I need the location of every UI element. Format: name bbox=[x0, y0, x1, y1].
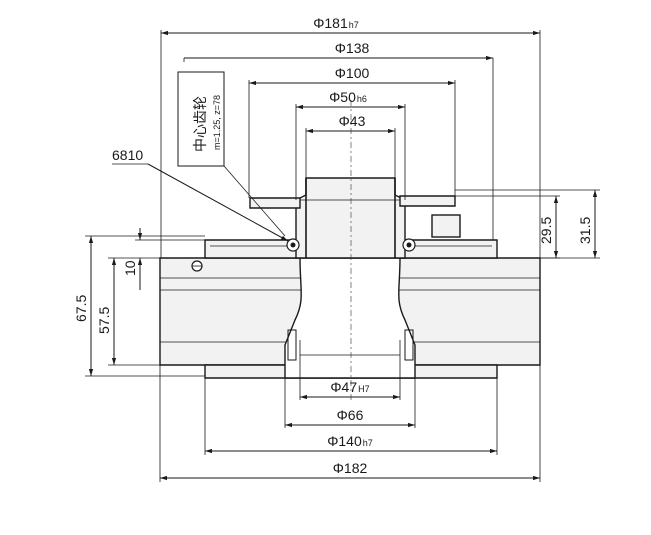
bearing-callout: 6810 bbox=[112, 147, 289, 242]
dim-phi181: Φ181h7 bbox=[160, 15, 541, 258]
svg-text:Φ50h6: Φ50h6 bbox=[329, 89, 367, 105]
gear-params: m=1.25, z=78 bbox=[212, 95, 222, 150]
dim-10: 10 bbox=[122, 228, 205, 290]
dim-31-5-label: 31.5 bbox=[577, 217, 593, 244]
dim-phi140-tol: h7 bbox=[363, 438, 373, 448]
dim-29-5: 29.5 bbox=[455, 195, 560, 259]
svg-text:Φ140h7: Φ140h7 bbox=[327, 433, 373, 449]
dim-phi66-label: Φ66 bbox=[337, 407, 364, 423]
dim-phi50-label: Φ50 bbox=[329, 89, 356, 105]
dim-10-label: 10 bbox=[122, 260, 138, 276]
dim-phi140-label: Φ140 bbox=[327, 433, 362, 449]
dim-phi138: Φ138 bbox=[183, 40, 494, 240]
dim-67-5: 67.5 bbox=[73, 235, 205, 377]
dim-phi50: Φ50h6 bbox=[295, 89, 406, 200]
dim-phi138-label: Φ138 bbox=[335, 40, 370, 56]
dim-phi66: Φ66 bbox=[284, 378, 416, 428]
dim-29-5-label: 29.5 bbox=[538, 217, 554, 244]
gear-title: 中心齿轮 bbox=[192, 96, 208, 152]
dim-phi47-tol: H7 bbox=[358, 384, 370, 394]
dim-57-5: 57.5 bbox=[96, 257, 160, 366]
dim-phi47-label: Φ47 bbox=[330, 379, 357, 395]
dim-67-5-label: 67.5 bbox=[73, 295, 89, 322]
dim-phi100: Φ100 bbox=[248, 65, 456, 198]
dim-phi43-label: Φ43 bbox=[339, 113, 366, 129]
dim-57-5-label: 57.5 bbox=[96, 307, 112, 334]
dim-31-5: 31.5 bbox=[455, 189, 600, 259]
gear-callout: 中心齿轮 m=1.25, z=78 bbox=[177, 71, 286, 237]
dim-phi182-label: Φ182 bbox=[333, 460, 368, 476]
dim-phi47: Φ47H7 bbox=[299, 378, 401, 400]
bearing-label: 6810 bbox=[112, 147, 143, 163]
dim-phi182: Φ182 bbox=[159, 365, 541, 482]
dim-phi100-label: Φ100 bbox=[335, 65, 370, 81]
part-body bbox=[159, 100, 541, 400]
svg-text:Φ181h7: Φ181h7 bbox=[313, 15, 359, 31]
dim-phi140: Φ140h7 bbox=[204, 378, 498, 455]
dim-phi181-label: Φ181 bbox=[313, 15, 348, 31]
dim-phi43: Φ43 bbox=[305, 113, 396, 178]
dim-phi181-tol: h7 bbox=[349, 20, 359, 30]
dim-phi50-tol: h6 bbox=[357, 94, 367, 104]
svg-text:Φ47H7: Φ47H7 bbox=[330, 379, 369, 395]
